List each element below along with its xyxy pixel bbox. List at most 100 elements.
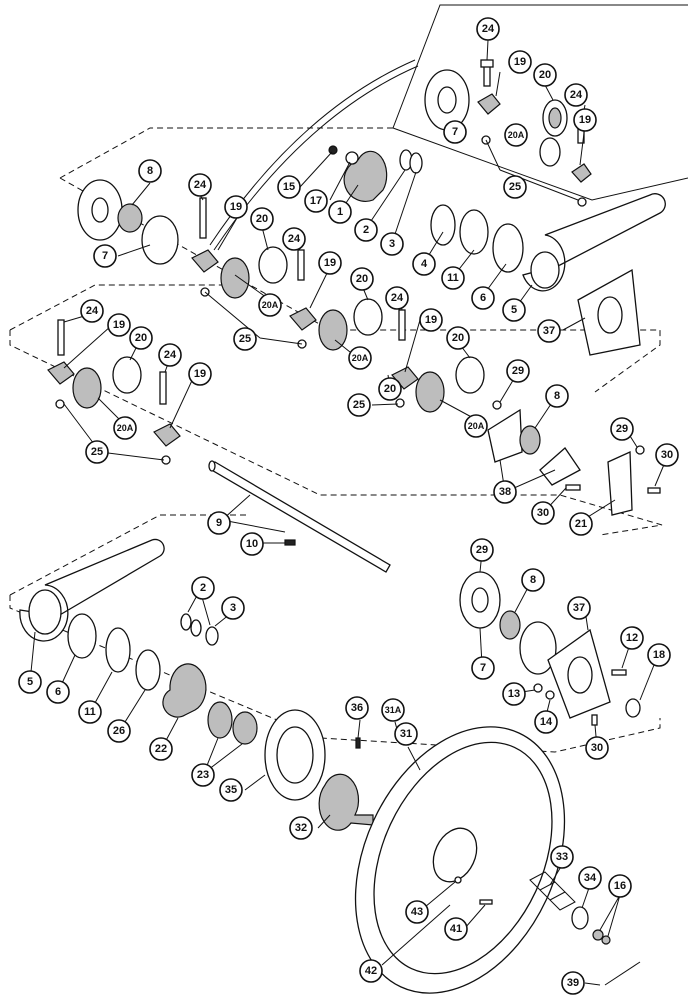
callout-circle bbox=[46, 680, 70, 704]
callout-number: 25 bbox=[509, 181, 521, 193]
callout-11a: 11 bbox=[441, 266, 465, 290]
callout-circle bbox=[405, 900, 429, 924]
callout-number: 26 bbox=[113, 725, 125, 737]
callout-number: 19 bbox=[579, 114, 591, 126]
callout-circle bbox=[191, 576, 215, 600]
callout-number: 31A bbox=[385, 705, 402, 715]
bolt-icon bbox=[297, 249, 305, 281]
callout-7c: 7 bbox=[471, 656, 495, 680]
callout-19f: 19 bbox=[107, 313, 131, 337]
bevel-gear-icon bbox=[415, 371, 445, 413]
callout-20ae: 20A bbox=[113, 416, 137, 440]
callout-29b: 29 bbox=[610, 417, 634, 441]
upper-plane-edge bbox=[59, 127, 395, 179]
callout-10: 10 bbox=[240, 532, 264, 556]
callout-number: 6 bbox=[55, 686, 61, 698]
callout-number: 22 bbox=[155, 743, 167, 755]
callout-number: 20 bbox=[256, 213, 268, 225]
arm-eye-icon bbox=[28, 589, 62, 635]
callout-23: 23 bbox=[191, 763, 215, 787]
callout-number: 9 bbox=[216, 517, 222, 529]
callout-number: 29 bbox=[512, 365, 524, 377]
callout-24e: 24 bbox=[385, 286, 409, 310]
callout-19e: 19 bbox=[419, 308, 443, 332]
callout-circle bbox=[233, 327, 257, 351]
callout-circle bbox=[138, 159, 162, 183]
callout-circle bbox=[537, 319, 561, 343]
callout-2a: 2 bbox=[354, 218, 378, 242]
callout-circle bbox=[521, 568, 545, 592]
callout-7a: 7 bbox=[443, 120, 467, 144]
middle-plane-edge-2 bbox=[9, 330, 663, 536]
callout-35: 35 bbox=[219, 778, 243, 802]
callout-number: 11 bbox=[447, 272, 459, 284]
washer-icon bbox=[625, 698, 641, 718]
callout-circle bbox=[318, 251, 342, 275]
flange-bore-icon bbox=[471, 587, 489, 613]
callout-number: 8 bbox=[554, 390, 560, 402]
bevel-gear-icon bbox=[72, 367, 102, 409]
callout-7b: 7 bbox=[93, 244, 117, 268]
hub-icon bbox=[318, 773, 374, 831]
callout-number: 24 bbox=[164, 349, 177, 361]
callout-circle bbox=[380, 232, 404, 256]
callout-number: 41 bbox=[450, 923, 462, 935]
callout-4: 4 bbox=[412, 252, 436, 276]
callout-1: 1 bbox=[328, 200, 352, 224]
callout-26: 26 bbox=[107, 719, 131, 743]
callout-number: 15 bbox=[283, 181, 295, 193]
callout-8c: 8 bbox=[521, 568, 545, 592]
callout-18: 18 bbox=[647, 643, 671, 667]
callout-number: 24 bbox=[86, 305, 99, 317]
callout-number: 20 bbox=[539, 69, 551, 81]
snap-ring-icon bbox=[190, 619, 202, 637]
callout-circle bbox=[503, 175, 527, 199]
callout-number: 37 bbox=[573, 602, 585, 614]
bevel-gear-icon bbox=[353, 298, 383, 336]
bolt-icon bbox=[611, 669, 627, 676]
callout-33: 33 bbox=[550, 845, 574, 869]
bevel-gear-icon bbox=[258, 246, 288, 284]
callout-circle bbox=[282, 227, 306, 251]
callout-circle bbox=[224, 195, 248, 219]
callout-circle bbox=[354, 218, 378, 242]
callout-circle bbox=[610, 417, 634, 441]
callout-number: 25 bbox=[239, 333, 251, 345]
fitting-icon bbox=[355, 737, 361, 749]
plate-bore-icon bbox=[597, 296, 623, 334]
bearing-ring-icon bbox=[492, 223, 524, 273]
callout-20e: 20 bbox=[129, 326, 153, 350]
bevel-gear-icon bbox=[220, 257, 250, 299]
callout-16: 16 bbox=[608, 874, 632, 898]
callout-number: 36 bbox=[351, 702, 363, 714]
callout-42: 42 bbox=[359, 959, 383, 983]
callout-circle bbox=[348, 346, 372, 370]
callout-circle bbox=[221, 596, 245, 620]
callout-13: 13 bbox=[502, 682, 526, 706]
bevel-gear-hub-icon bbox=[548, 107, 562, 129]
callout-circle bbox=[531, 501, 555, 525]
washer-icon bbox=[571, 906, 589, 930]
callout-circle bbox=[78, 700, 102, 724]
callout-number: 8 bbox=[147, 165, 153, 177]
callout-number: 20A bbox=[117, 423, 134, 433]
snap-ring-icon bbox=[205, 626, 219, 646]
pinion-block-icon bbox=[153, 423, 181, 447]
callout-number: 3 bbox=[389, 238, 395, 250]
callout-number: 20A bbox=[508, 130, 525, 140]
inset-box bbox=[392, 4, 688, 201]
callout-number: 5 bbox=[511, 304, 517, 316]
ring-icon bbox=[105, 627, 131, 673]
callout-number: 19 bbox=[514, 56, 526, 68]
callout-circle bbox=[107, 719, 131, 743]
nut-icon bbox=[533, 683, 543, 693]
callout-circle bbox=[471, 656, 495, 680]
callout-circle bbox=[476, 17, 500, 41]
callout-circle bbox=[534, 710, 558, 734]
pinion-block-icon bbox=[477, 93, 501, 115]
callout-number: 14 bbox=[540, 716, 553, 728]
callout-number: 20 bbox=[452, 332, 464, 344]
callout-22: 22 bbox=[149, 737, 173, 761]
callout-21: 21 bbox=[569, 512, 593, 536]
